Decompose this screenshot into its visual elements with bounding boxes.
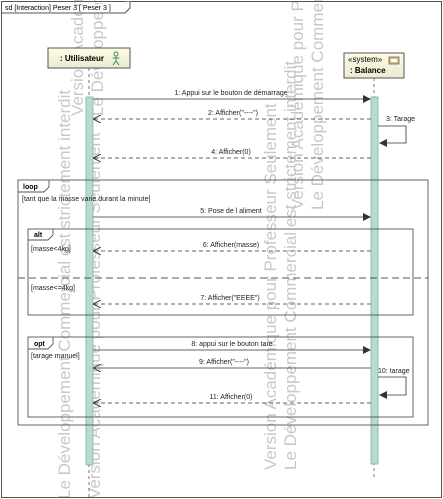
message-label: 4: Afficher(0) <box>211 149 251 156</box>
message-4: 4: Afficher(0) <box>94 149 371 158</box>
fragment-guard: [masse<4kg] <box>31 246 71 253</box>
fragment-guard: [tarage manuel] <box>31 353 80 360</box>
fragment-guard: [tant que la masse varie durant la minut… <box>22 196 150 203</box>
watermark-line: Version Académique pour Professeur Seule… <box>288 0 307 210</box>
watermark: Version Académique pour Professeur Seule… <box>55 0 327 499</box>
message-9: 9: Afficher("----") <box>94 359 371 368</box>
lifeline-balance[interactable]: «system» : Balance <box>343 52 405 79</box>
message-label: 8: appui sur le bouton tare <box>191 341 272 348</box>
message-label: 6: Afficher(masse) <box>203 242 259 249</box>
message-6: 6: Afficher(masse) <box>94 242 371 251</box>
system-icon <box>388 56 400 65</box>
message-label: 3: Tarage <box>386 116 415 123</box>
lifeline-name: : Balance <box>350 66 386 75</box>
message-10: 10: tarage <box>378 368 410 399</box>
actor-icon <box>112 51 120 66</box>
lifeline-stereotype: «system» <box>348 55 383 64</box>
fragment-operator: opt <box>34 341 46 348</box>
message-2: 2: Afficher("----") <box>94 110 371 119</box>
frame-title: sd [Interaction] Peser 3 [ Peser 3 ] <box>5 5 111 12</box>
fragment-alt: alt [masse<4kg] [masse<=4kg] <box>18 228 428 316</box>
message-7: 7: Afficher("EEEE") <box>94 295 371 304</box>
message-3: 3: Tarage <box>378 116 415 147</box>
message-5: 5: Pose de l aliment <box>93 208 371 221</box>
lifeline-utilisateur[interactable]: : Utilisateur <box>47 47 131 69</box>
fragment-opt: opt [tarage manuel] <box>27 336 414 418</box>
fragment-operator: loop <box>23 184 38 191</box>
watermark-line: Le Développement Commercial est strictem… <box>55 90 74 499</box>
lifeline-name: : Utilisateur <box>60 54 104 63</box>
message-11: 11: Afficher(0) <box>94 394 371 403</box>
fragment-loop: loop [tant que la masse varie durant la … <box>17 179 429 426</box>
message-label: 11: Afficher(0) <box>210 394 253 401</box>
message-label: 9: Afficher("----") <box>199 359 249 366</box>
fragment-guard: [masse<=4kg] <box>31 285 75 292</box>
watermark-line: Version Académique pour Professeur Seule… <box>261 103 280 470</box>
message-label: 1: Appui sur le bouton de démarrage <box>174 90 287 97</box>
activation-bar <box>85 96 94 466</box>
fragment-operator: alt <box>34 232 43 239</box>
message-8: 8: appui sur le bouton tare <box>93 341 371 354</box>
watermark-line: Le Développement Commercial est strictem… <box>308 0 327 210</box>
message-label: 10: tarage <box>378 368 410 375</box>
activation-bar <box>370 96 379 465</box>
message-1: 1: Appui sur le bouton de démarrage <box>93 90 371 103</box>
message-label: 5: Pose de l aliment <box>200 208 262 215</box>
message-label: 2: Afficher("----") <box>208 110 258 117</box>
message-label: 7: Afficher("EEEE") <box>200 295 259 302</box>
